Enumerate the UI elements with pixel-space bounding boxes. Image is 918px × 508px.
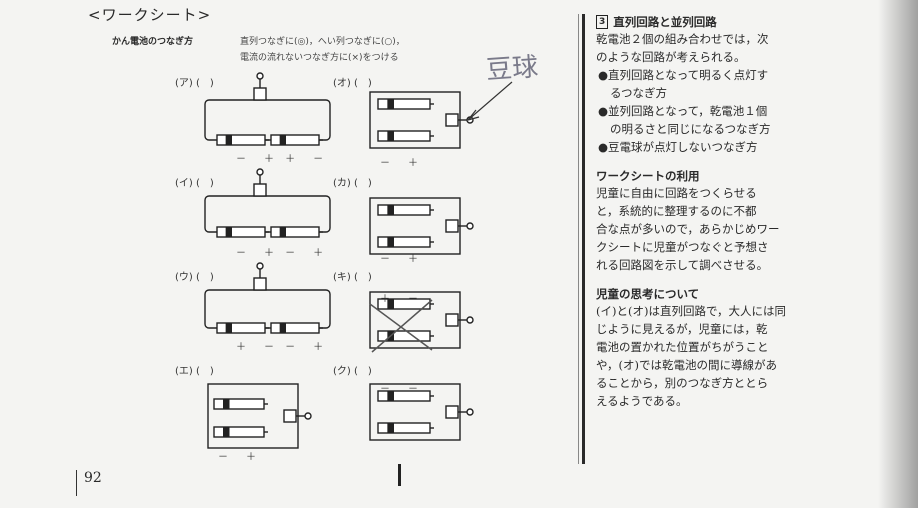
thinking-line: えるようである。 bbox=[596, 394, 688, 408]
battery bbox=[216, 322, 266, 334]
bullet-item: ●豆電球が点灯しないつなぎ方 bbox=[598, 140, 758, 154]
cross-mark bbox=[369, 299, 433, 353]
battery bbox=[216, 226, 266, 238]
diagram-o-label: (オ) ( ) bbox=[333, 78, 372, 89]
battery bbox=[377, 98, 431, 110]
section-heading: 3 直列回路と並列回路 bbox=[596, 14, 826, 30]
worksheet-subtitle: かん電池のつなぎ方 bbox=[112, 37, 194, 47]
worksheet-title: <ワークシート> bbox=[88, 6, 212, 24]
bulb-socket bbox=[445, 113, 459, 127]
diagram-ku-polarity: － － bbox=[380, 384, 422, 395]
section-title: 直列回路と並列回路 bbox=[613, 15, 717, 29]
diagram-o-polarity: － ＋ bbox=[380, 158, 422, 169]
diagram-ki-label: (キ) ( ) bbox=[333, 272, 372, 283]
diagram-i-label: (イ) ( ) bbox=[175, 178, 214, 189]
handwritten-annotation: 豆球 bbox=[485, 52, 540, 86]
diagram-ki-polarity: ＋ － bbox=[380, 294, 422, 305]
battery bbox=[270, 226, 320, 238]
diagram-a-polarity: － ＋ ＋ － bbox=[236, 154, 328, 165]
thinking-line: 電池の置かれた位置がちがうこと bbox=[596, 340, 769, 354]
circuit-wire bbox=[204, 99, 331, 141]
thinking-line: (イ)と(オ)は直列回路で，大人には同 bbox=[596, 304, 786, 318]
diagram-e-label: (エ) ( ) bbox=[175, 366, 214, 377]
bullet-item: ●並列回路となって，乾電池１個 bbox=[598, 104, 768, 118]
circuit-wire bbox=[204, 289, 331, 329]
bulb-socket bbox=[253, 183, 267, 197]
section-number: 3 bbox=[596, 15, 609, 29]
bullet-item: ●直列回路となって明るく点灯す bbox=[598, 68, 769, 82]
intro-line: 乾電池２個の組み合わせでは，次 bbox=[596, 32, 769, 46]
diagram-e-polarity: － ＋ bbox=[218, 452, 260, 463]
diagram-i-polarity: － ＋ － ＋ bbox=[236, 248, 328, 259]
diagram-a-label: (ア) ( ) bbox=[175, 78, 214, 89]
bulb-socket bbox=[445, 313, 459, 327]
battery bbox=[216, 134, 266, 146]
instruction-line-1: 直列つなぎに(◎)，へい列つなぎに(○)， bbox=[240, 37, 405, 47]
circuit-diagrams bbox=[204, 72, 513, 449]
bulb-socket bbox=[253, 87, 267, 101]
diagram-u-polarity: ＋ － － ＋ bbox=[236, 342, 328, 353]
usage-heading: ワークシートの利用 bbox=[596, 169, 700, 183]
margin-rule bbox=[76, 470, 77, 496]
usage-line: と，系統的に整理するのに不都 bbox=[596, 204, 757, 218]
usage-line: クシートに児童がつなぐと予想さ bbox=[596, 240, 769, 254]
diagram-u-label: (ウ) ( ) bbox=[175, 272, 214, 283]
annotation-arrow bbox=[467, 81, 513, 121]
battery bbox=[213, 426, 265, 438]
bulb-socket bbox=[445, 405, 459, 419]
thinking-line: や，(オ)では乾電池の間に導線があ bbox=[596, 358, 778, 372]
column-divider bbox=[582, 14, 585, 464]
usage-line: れる回路図を示して調べさせる。 bbox=[596, 258, 769, 272]
page-mark bbox=[398, 464, 401, 486]
scan-shadow bbox=[878, 0, 918, 508]
page-number: 92 bbox=[84, 470, 102, 486]
battery bbox=[377, 130, 431, 142]
battery bbox=[377, 422, 431, 434]
bullet-continuation: の明るさと同じになるつなぎ方 bbox=[610, 122, 771, 136]
diagram-ka-polarity: － ＋ bbox=[380, 254, 422, 265]
intro-line: のような回路が考えられる。 bbox=[596, 50, 746, 64]
bulb-socket bbox=[283, 409, 297, 423]
diagram-ka-label: (カ) ( ) bbox=[333, 178, 372, 189]
instruction-line-2: 電流の流れないつなぎ方に(×)をつける bbox=[240, 53, 399, 63]
usage-line: 合な点が多いので，あらかじめワー bbox=[596, 222, 780, 236]
battery bbox=[270, 322, 320, 334]
bullet-continuation: るつなぎ方 bbox=[610, 86, 668, 100]
thinking-line: ることから，別のつなぎ方ととら bbox=[596, 376, 769, 390]
usage-line: 児童に自由に回路をつくらせる bbox=[596, 186, 757, 200]
battery bbox=[270, 134, 320, 146]
thinking-heading: 児童の思考について bbox=[596, 287, 700, 301]
battery bbox=[213, 398, 265, 410]
column-divider-thin bbox=[578, 14, 579, 464]
battery bbox=[377, 204, 431, 216]
diagram-ku-label: (ク) ( ) bbox=[333, 366, 372, 377]
bulb-socket bbox=[445, 219, 459, 233]
bulb-socket bbox=[253, 277, 267, 291]
commentary-column: 3 直列回路と並列回路 乾電池２個の組み合わせでは，次 のような回路が考えられる… bbox=[596, 14, 826, 410]
battery bbox=[377, 236, 431, 248]
thinking-line: じように見えるが，児童には，乾 bbox=[596, 322, 768, 336]
